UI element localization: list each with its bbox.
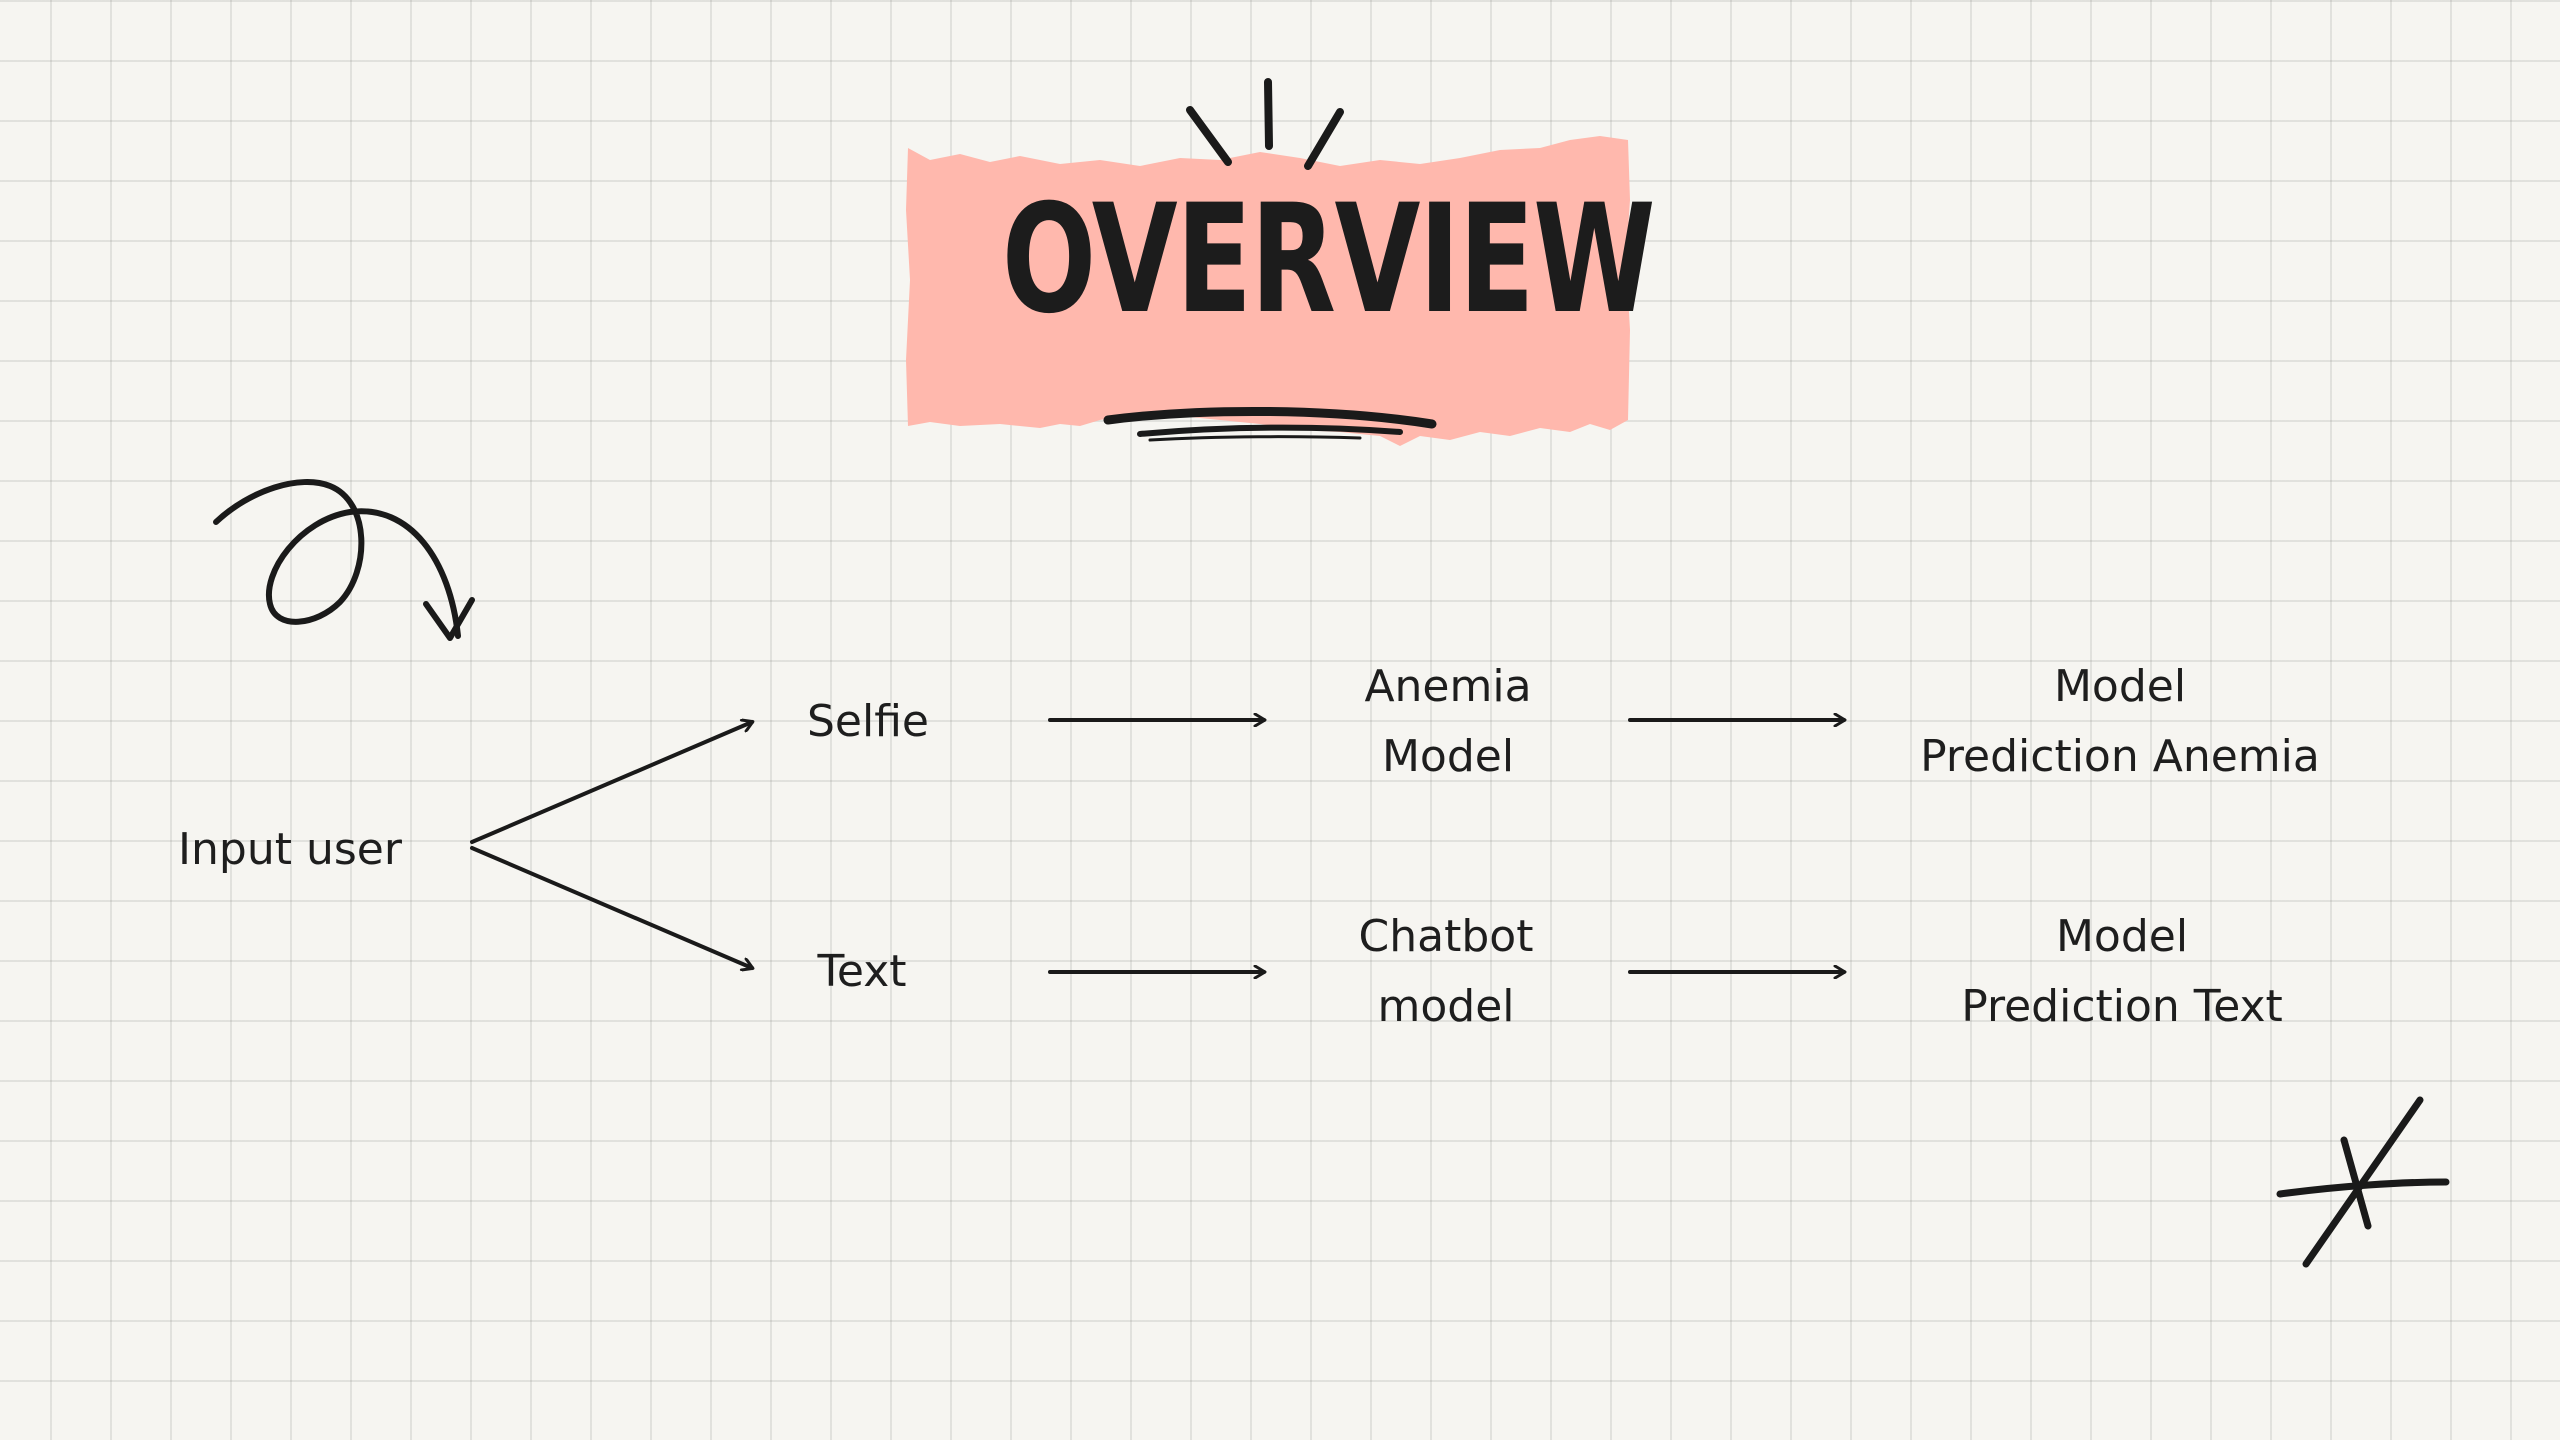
flow-edges [470, 720, 1844, 972]
slide-title: OVERVIEW [1001, 173, 1656, 347]
node-prediction-text-line1: Model [2055, 911, 2189, 962]
node-prediction-anemia-line1: Model [2053, 661, 2187, 712]
node-chatbot-model-line2: model [1377, 981, 1515, 1032]
node-anemia-model-line2: Model [1381, 731, 1515, 782]
loop-arrow-icon [213, 479, 475, 641]
node-anemia-model-line1: Anemia [1364, 661, 1532, 712]
node-input-user: Input user [150, 815, 430, 885]
node-prediction-text-line2: Prediction Text [1961, 981, 2283, 1032]
node-chatbot-model-line1: Chatbot [1358, 911, 1534, 962]
edge-input-selfie [470, 722, 752, 844]
node-prediction-anemia-line2: Prediction Anemia [1920, 731, 2320, 782]
node-selfie: Selfie [768, 687, 968, 757]
edge-input-text [470, 846, 752, 968]
node-anemia-model: Anemia Model [1298, 652, 1598, 792]
asterisk-doodle-icon [2276, 1096, 2450, 1268]
node-prediction-text: Model Prediction Text [1872, 902, 2372, 1042]
brush-underline-icon [1103, 406, 1437, 442]
torn-paper-banner [906, 136, 1630, 446]
node-prediction-anemia: Model Prediction Anemia [1870, 652, 2370, 792]
node-input-user-label: Input user [178, 824, 402, 875]
sparkle-lines-icon [1186, 78, 1344, 170]
node-text-label: Text [817, 946, 907, 997]
node-text: Text [762, 937, 962, 1007]
node-chatbot-model: Chatbot model [1296, 902, 1596, 1042]
node-selfie-label: Selfie [806, 696, 929, 747]
